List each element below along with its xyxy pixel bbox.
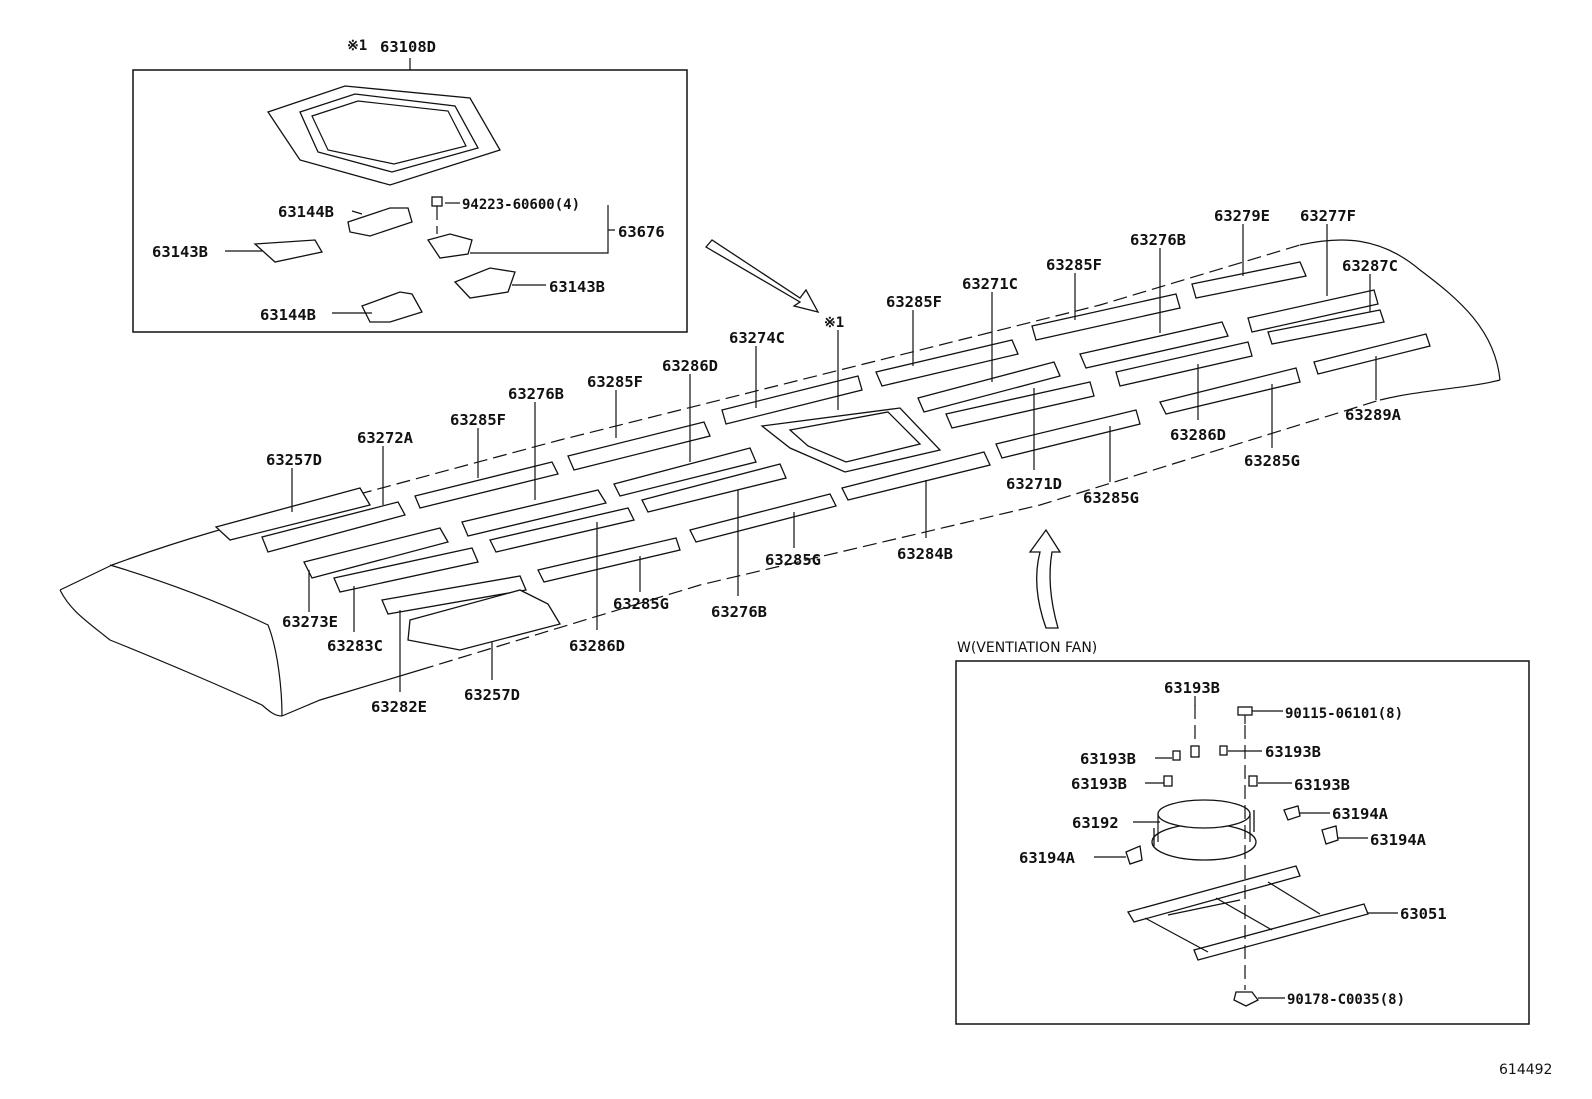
label-63285F-mid: 63285F xyxy=(886,293,942,311)
label-63277F: 63277F xyxy=(1300,207,1356,225)
part-63144B-lower-drawing xyxy=(361,291,423,323)
label-63194A-right: 63194A xyxy=(1370,831,1427,849)
label-63192: 63192 xyxy=(1072,814,1119,832)
label-63143B-right: 63143B xyxy=(549,278,605,296)
label-63285F-far-left: 63285F xyxy=(450,411,506,429)
label-90115-06101: 90115-06101(8) xyxy=(1285,706,1403,722)
bracket-63676-drawing xyxy=(426,233,473,259)
label-63194A-right-top: 63194A xyxy=(1332,805,1389,823)
part-63143B-left-drawing xyxy=(253,239,324,263)
label-63285G-left: 63285G xyxy=(613,595,669,613)
sunroof-assembly-label: 63108D xyxy=(380,38,436,56)
label-63193B-left-top: 63193B xyxy=(1080,750,1136,768)
label-63287C: 63287C xyxy=(1342,257,1398,275)
label-94223-60600: 94223-60600(4) xyxy=(462,197,580,213)
label-63143B-left: 63143B xyxy=(152,243,208,261)
fan-pointer-arrow xyxy=(1028,528,1062,629)
label-63276B-left: 63276B xyxy=(508,385,564,403)
label-63273E: 63273E xyxy=(282,613,338,631)
label-63257D-bottom: 63257D xyxy=(464,686,520,704)
part-63143B-right-drawing xyxy=(453,267,516,299)
label-63193B-left: 63193B xyxy=(1071,775,1127,793)
label-63144B-lower: 63144B xyxy=(260,306,316,324)
label-63194A-left: 63194A xyxy=(1019,849,1076,867)
figure-reference-number: 614492 xyxy=(1499,1062,1552,1078)
label-63285G-center: 63285G xyxy=(1083,489,1139,507)
fan-inset: W(VENTIATION FAN) xyxy=(955,640,1530,1025)
label-63144B-upper: 63144B xyxy=(278,203,334,221)
fan-inset-title: W(VENTIATION FAN) xyxy=(957,640,1097,656)
part-63144B-upper-drawing xyxy=(347,207,413,237)
label-63274C: 63274C xyxy=(729,329,785,347)
label-63289A: 63289A xyxy=(1345,406,1402,424)
label-63286D-top: 63286D xyxy=(662,357,718,375)
label-63257D-top: 63257D xyxy=(266,451,322,469)
main-labels: 63279E 63277F 63276B 63285F 63287C 63271… xyxy=(266,207,1402,716)
main-leaders xyxy=(291,224,1377,692)
label-63276B-top: 63276B xyxy=(1130,231,1186,249)
label-63051: 63051 xyxy=(1400,905,1447,923)
label-63676: 63676 xyxy=(618,223,665,241)
label-63282E: 63282E xyxy=(371,698,427,716)
fan-inset-frame xyxy=(955,660,1530,1025)
label-63285G-mid: 63285G xyxy=(765,551,821,569)
label-63193B-right: 63193B xyxy=(1294,776,1350,794)
sunroof-inset: ※1 63108D 63144B 63143B 94223-60600(4) 6… xyxy=(132,38,688,333)
label-63271D: 63271D xyxy=(1006,475,1062,493)
inset-pointer-arrow xyxy=(704,239,820,313)
label-63271C: 63271C xyxy=(962,275,1018,293)
label-63283C: 63283C xyxy=(327,637,383,655)
label-63285G-right: 63285G xyxy=(1244,452,1300,470)
label-63286D-bottom: 63286D xyxy=(569,637,625,655)
label-90178-C0035: 90178-C0035(8) xyxy=(1287,992,1405,1008)
label-63279E: 63279E xyxy=(1214,207,1270,225)
clip-94223-drawing xyxy=(431,196,443,207)
label-63285F-top: 63285F xyxy=(1046,256,1102,274)
label-63276B-bottom: 63276B xyxy=(711,603,767,621)
label-63193B-top: 63193B xyxy=(1164,679,1220,697)
main-marker: ※1 xyxy=(824,315,844,331)
label-63284B: 63284B xyxy=(897,545,953,563)
sunroof-frame-drawing xyxy=(266,85,501,186)
fan-ring-drawing xyxy=(1151,799,1257,861)
label-63286D-right: 63286D xyxy=(1170,426,1226,444)
fan-small-parts xyxy=(1125,706,1339,1007)
label-63285F-left: 63285F xyxy=(587,373,643,391)
sunroof-marker: ※1 xyxy=(347,38,367,54)
fan-bracket-drawing xyxy=(1127,865,1369,961)
label-63272A: 63272A xyxy=(357,429,414,447)
roof-rails xyxy=(214,261,1431,651)
label-63193B-right-top: 63193B xyxy=(1265,743,1321,761)
